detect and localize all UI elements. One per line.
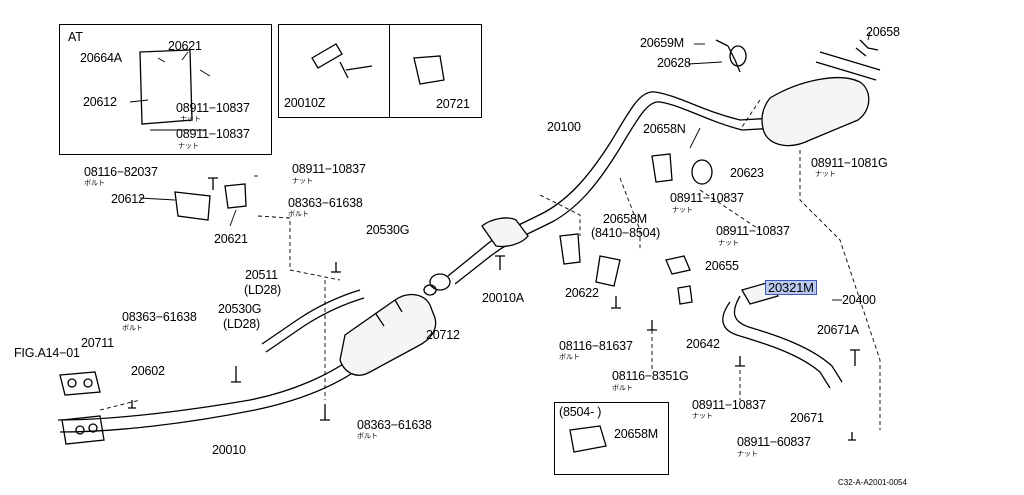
- figure-code: C32-A-A2001-0054: [838, 478, 907, 487]
- nut-label-b: ナット: [178, 143, 199, 150]
- label-20671: 20671: [790, 411, 824, 425]
- label-20671A: 20671A: [817, 323, 859, 337]
- label-20712: 20712: [426, 328, 460, 342]
- label-08911-10837-a: 08911−10837: [176, 101, 250, 115]
- label-20658M: 20658M: [603, 212, 647, 226]
- label-20612-at: 20612: [83, 95, 117, 109]
- label-20511: 20511: [245, 268, 278, 282]
- label-08911-10837-f: 08911−10837: [692, 398, 766, 412]
- main-muffler-20400: [761, 76, 870, 147]
- front-pipe-20010: [57, 337, 381, 421]
- label-20010Z: 20010Z: [284, 96, 326, 110]
- label-08363-61638-a: 08363−61638: [288, 196, 363, 210]
- at-inset-title: AT: [68, 30, 83, 44]
- label-20655: 20655: [705, 259, 739, 273]
- nut-label-g: ナット: [692, 413, 713, 420]
- label-20711: 20711: [81, 336, 114, 350]
- nut-label-h: ナット: [737, 451, 758, 458]
- parts-inset-divider: [389, 24, 390, 118]
- label-08116-8351G: 08116−8351G: [612, 369, 689, 383]
- label-20621: 20621: [214, 232, 248, 246]
- label-08116-82037: 08116−82037: [84, 165, 158, 179]
- label-20100: 20100: [547, 120, 581, 134]
- parts-inset-box: [278, 24, 482, 118]
- label-20400: 20400: [842, 293, 876, 307]
- bolt-label-e: ボルト: [612, 385, 633, 392]
- label-08911-60837: 08911−60837: [737, 435, 811, 449]
- gasket-20711: [59, 371, 101, 396]
- label-fig-a14-01: FIG.A14−01: [14, 346, 80, 360]
- bolt-label-a: ボルト: [84, 180, 105, 187]
- pipe-20511: [261, 289, 361, 345]
- gasket-20712: [429, 273, 451, 291]
- catalytic-converter: [339, 293, 437, 376]
- label-20628: 20628: [657, 56, 691, 70]
- label-20530G-b: 20530G: [218, 302, 262, 316]
- label-20602: 20602: [131, 364, 165, 378]
- label-08911-10837-e: 08911−10837: [716, 224, 790, 238]
- label-ld28-a: (LD28): [244, 283, 282, 297]
- label-20010A: 20010A: [482, 291, 524, 305]
- tail-pipe-20400: [722, 301, 831, 389]
- label-20623: 20623: [730, 166, 764, 180]
- label-08911-1081G: 08911−1081G: [811, 156, 888, 170]
- label-20659M: 20659M: [640, 36, 684, 50]
- bolt-label-d: ボルト: [559, 354, 580, 361]
- label-20321M: 20321M: [765, 280, 817, 295]
- nut-label-f: ナット: [718, 240, 739, 247]
- bracket-inset-title: (8504- ): [559, 405, 602, 419]
- label-08911-10837-d: 08911−10837: [670, 191, 744, 205]
- label-08911-10837-c: 08911−10837: [292, 162, 366, 176]
- nut-label-e: ナット: [672, 207, 693, 214]
- label-08363-61638-b: 08363−61638: [122, 310, 197, 324]
- label-08116-81637: 08116−81637: [559, 339, 633, 353]
- at-inset-box: AT: [59, 24, 272, 155]
- label-08363-61638-c: 08363−61638: [357, 418, 432, 432]
- bolt-label-c: ボルト: [122, 325, 143, 332]
- label-20721: 20721: [436, 97, 470, 111]
- bolt-label-f: ボルト: [357, 433, 378, 440]
- center-pipe-20100: [447, 91, 776, 277]
- label-20658N: 20658N: [643, 122, 686, 136]
- label-20530G-a: 20530G: [366, 223, 410, 237]
- label-20664A: 20664A: [80, 51, 122, 65]
- label-20658M-b: 20658M: [614, 427, 658, 441]
- label-ld28-b: (LD28): [223, 317, 261, 331]
- label-20622: 20622: [565, 286, 599, 300]
- bracket-inset-box: (8504- ): [554, 402, 669, 475]
- label-20642: 20642: [686, 337, 720, 351]
- bolt-label-b: ボルト: [288, 211, 309, 218]
- nut-label-a: ナット: [180, 116, 201, 123]
- label-08911-10837-b: 08911−10837: [176, 127, 250, 141]
- nut-label-d: ナット: [292, 178, 313, 185]
- nut-label-c: ナット: [815, 171, 836, 178]
- label-20010: 20010: [212, 443, 246, 457]
- label-20612: 20612: [111, 192, 145, 206]
- label-8410-8504: (8410−8504): [591, 226, 661, 240]
- label-20621-at: 20621: [168, 39, 202, 53]
- label-20658: 20658: [866, 25, 900, 39]
